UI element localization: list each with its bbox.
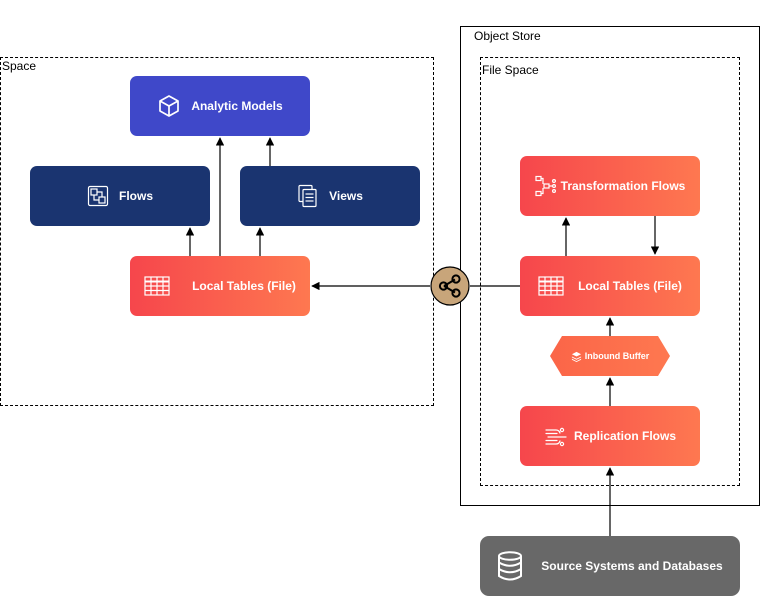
replication-flows-node: Replication Flows (520, 406, 700, 466)
file-space-label: File Space (482, 63, 539, 77)
analytic-models-label: Analytic Models (191, 99, 283, 113)
transformation-flows-node: Transformation Flows (520, 156, 700, 216)
inbound-buffer-label: Inbound Buffer (584, 351, 650, 361)
share-icon (430, 266, 470, 306)
source-systems-label: Source Systems and Databases (541, 559, 723, 573)
local-tables-space-label: Local Tables (File) (192, 279, 296, 293)
cube-icon (157, 94, 181, 118)
space-label: Space (2, 59, 37, 73)
table-icon (538, 276, 564, 296)
views-node: Views (240, 166, 420, 226)
replication-flows-label: Replication Flows (573, 429, 676, 443)
database-icon (497, 551, 523, 581)
space-frame (0, 57, 434, 406)
flows-label: Flows (118, 189, 153, 203)
source-systems-node: Source Systems and Databases (480, 536, 740, 596)
local-tables-file-space-label: Local Tables (File) (578, 279, 682, 293)
replication-icon (544, 425, 568, 447)
flow-diagram-icon (87, 185, 109, 207)
local-tables-space-node: Local Tables (File) (130, 256, 310, 316)
views-label: Views (329, 189, 363, 203)
transformation-flows-label: Transformation Flows (560, 179, 686, 193)
share-node (430, 266, 470, 306)
views-icon (297, 184, 319, 208)
transformation-icon (535, 175, 557, 197)
layers-icon (571, 351, 582, 362)
inbound-buffer-node: Inbound Buffer (550, 336, 670, 376)
analytic-models-node: Analytic Models (130, 76, 310, 136)
flows-node: Flows (30, 166, 210, 226)
table-icon (144, 276, 170, 296)
local-tables-file-space-node: Local Tables (File) (520, 256, 700, 316)
object-store-label: Object Store (474, 29, 541, 43)
